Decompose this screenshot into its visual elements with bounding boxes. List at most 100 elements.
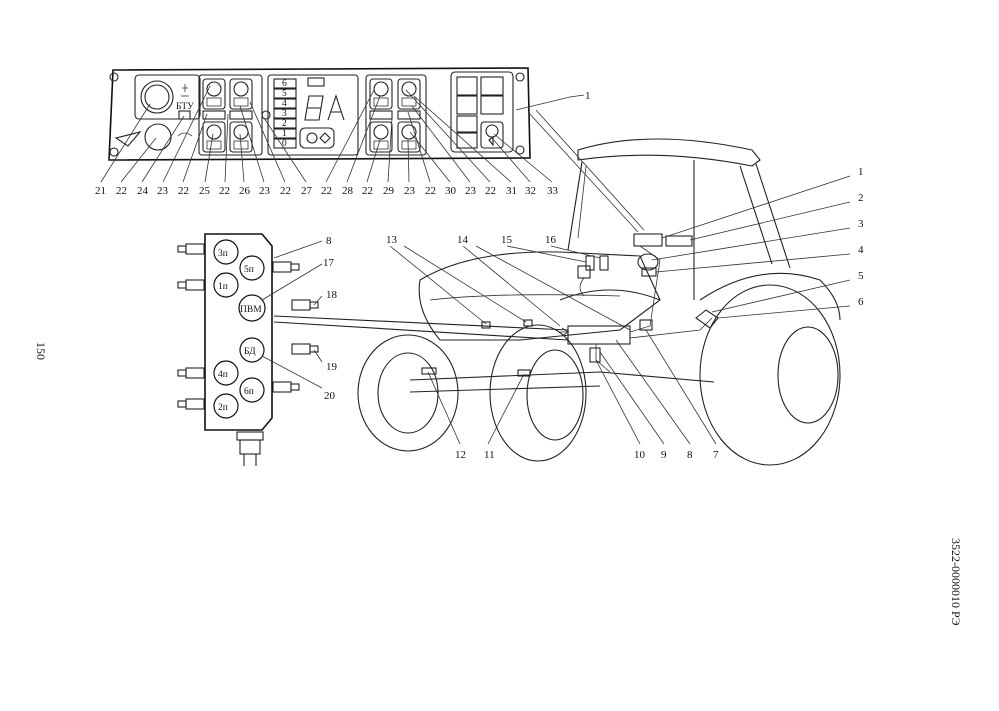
warning-light xyxy=(480,76,504,96)
gear-label: 5 xyxy=(282,89,287,99)
callout-number: 2 xyxy=(858,192,864,204)
fuse-circle xyxy=(238,294,266,322)
tractor-leader-lines xyxy=(389,175,851,445)
callout-number: 13 xyxy=(386,234,398,246)
callout-number: 31 xyxy=(506,185,517,197)
fuse-block-body xyxy=(204,233,273,431)
fuse-label: БД xyxy=(244,347,256,357)
callout-number: 32 xyxy=(525,185,536,197)
callout-number: 19 xyxy=(326,361,338,373)
block-leader-lines xyxy=(261,240,323,389)
fuse-circle xyxy=(213,239,239,265)
block-callout-numbers: 8 17 18 19 20 xyxy=(323,235,338,402)
warning-light xyxy=(456,76,478,96)
front-right-wheel xyxy=(489,324,587,462)
callout-number: 26 xyxy=(239,185,251,197)
panel-mount-part xyxy=(633,233,663,247)
fuse-circle xyxy=(213,272,239,298)
callout-number: 1 xyxy=(858,166,864,178)
oil-symbol-icon xyxy=(177,132,193,137)
callout-number: 17 xyxy=(323,257,335,269)
callout-number: 8 xyxy=(326,235,332,247)
gauge-lamp-top-2 xyxy=(229,78,253,110)
front-left-wheel xyxy=(357,334,459,452)
speaker-icon xyxy=(488,135,494,147)
fuse-label: 1п xyxy=(218,282,228,292)
display-indicator xyxy=(307,77,325,87)
callout-number: 7 xyxy=(713,449,719,461)
front-right-wheel-rim xyxy=(526,349,584,441)
gear-position-scale: 6 5 4 3 2 1 0 xyxy=(273,78,297,149)
front-left-wheel-rim xyxy=(377,352,439,434)
callout-number: 22 xyxy=(362,185,373,197)
panel-mount-hole xyxy=(515,72,525,82)
callout-number: 22 xyxy=(116,185,127,197)
fuse-circle xyxy=(239,377,265,403)
fuse-label: 2п xyxy=(218,403,228,413)
gauge-lamp-bottom-4 xyxy=(397,121,421,153)
large-indicator-lamp-ring xyxy=(144,84,170,110)
fuse-label: 5п xyxy=(244,265,254,275)
callout-number: 30 xyxy=(445,185,457,197)
callout-number: 6 xyxy=(858,296,864,308)
gauge-lamp-top-3 xyxy=(369,78,393,110)
document-code: 3522-0000010 РЭ xyxy=(949,538,963,626)
harness-clip xyxy=(523,319,533,327)
right-lamp-group-box xyxy=(365,74,427,156)
lamp-label-strip xyxy=(202,110,226,120)
callout-number: 16 xyxy=(545,234,557,246)
callout-number: 21 xyxy=(95,185,106,197)
hazard-triangle-icon xyxy=(114,131,142,147)
cab-frame xyxy=(567,161,791,269)
harness-clip xyxy=(481,321,491,329)
panel-location-arrow xyxy=(527,109,645,233)
rear-wheel-rim xyxy=(777,326,839,424)
rear-fender xyxy=(699,272,841,321)
gear-label: 3 xyxy=(282,109,287,119)
lamp-label-strip xyxy=(397,110,421,120)
callout-number: 9 xyxy=(661,449,667,461)
right-connectors xyxy=(272,261,319,393)
fuse-label: ПВМ xyxy=(240,305,262,315)
callout-number: 5 xyxy=(858,270,864,282)
callout-number: 27 xyxy=(301,185,313,197)
callout-number: 1 xyxy=(585,90,591,102)
warning-lights-box xyxy=(450,71,514,153)
buzzer-button-ring xyxy=(485,124,499,138)
gauge-lamp-bottom-3 xyxy=(369,121,393,153)
panel-mount-hole xyxy=(109,72,119,82)
callout-number: 22 xyxy=(425,185,436,197)
gear-display-box xyxy=(267,74,359,156)
valve-part xyxy=(599,255,609,271)
panel-leader-lines xyxy=(100,85,585,183)
diamond-icon xyxy=(319,132,331,144)
callout-number: 23 xyxy=(157,185,169,197)
gear-label: 0 xyxy=(282,139,287,149)
gauge-lamp-bottom-1 xyxy=(202,121,226,153)
switch-wire xyxy=(579,277,585,297)
gear-sensor xyxy=(589,347,601,363)
warning-light xyxy=(456,132,478,149)
callout-number: 22 xyxy=(178,185,189,197)
steering-sensor xyxy=(637,253,659,271)
small-indicator-lamp xyxy=(261,110,271,120)
callout-number: 22 xyxy=(485,185,496,197)
axle-sensor xyxy=(517,369,531,377)
callout-number: 23 xyxy=(404,185,416,197)
gear-label: 2 xyxy=(282,119,287,129)
left-connectors xyxy=(177,243,205,410)
fuse-block: 3п 5п 1п ПВМ БД 4п 6п 2п xyxy=(177,233,319,466)
fuse-circle xyxy=(239,255,265,281)
callout-number: 10 xyxy=(634,449,646,461)
left-indicator-box xyxy=(134,74,201,120)
callout-number: 24 xyxy=(137,185,149,197)
warning-light xyxy=(456,95,478,115)
callout-number: 11 xyxy=(484,449,495,461)
callout-number: 22 xyxy=(321,185,332,197)
large-indicator-lamp xyxy=(140,80,174,114)
fuse-label: 4п xyxy=(218,370,228,380)
gear-mode-button xyxy=(299,127,335,149)
gauge-lamp-top-1 xyxy=(202,78,226,110)
tractor-callout-numbers: 13 14 15 16 1 2 3 4 5 6 12 11 10 9 8 7 xyxy=(386,166,864,461)
fuse-label: 6п xyxy=(244,387,254,397)
